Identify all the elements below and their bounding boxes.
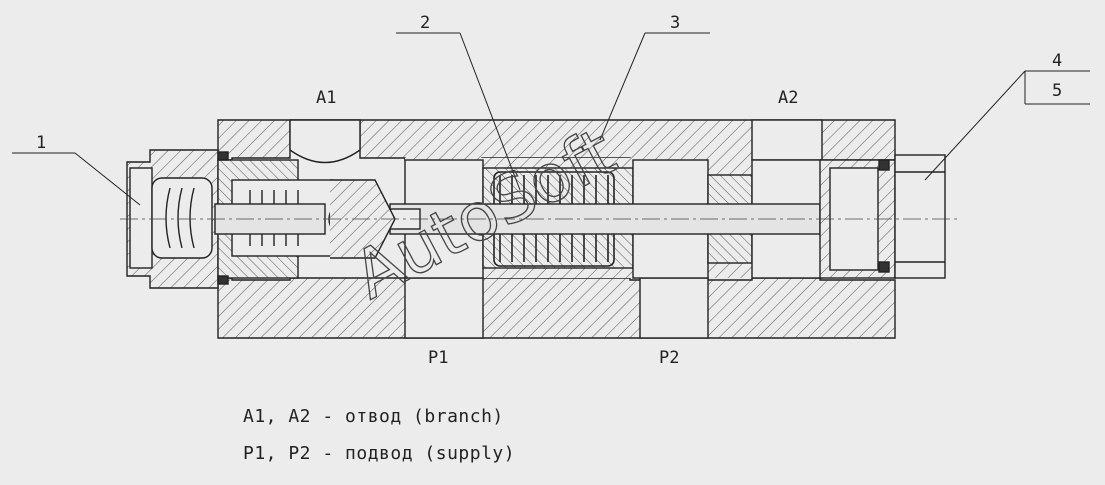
callout-3 (599, 32, 710, 141)
port-a2-opening (751, 119, 823, 161)
legend-line-1: A1, A2 - отвод (branch) (243, 406, 504, 427)
port-p1-label: P1 (428, 348, 448, 368)
callout-4-5 (924, 70, 1090, 181)
callout-1 (12, 152, 141, 206)
port-p1-opening (404, 277, 484, 339)
port-a1-label: A1 (316, 88, 336, 108)
port-a1-opening (289, 119, 361, 164)
callout-2 (396, 32, 521, 191)
port-p2-label: P2 (659, 348, 679, 368)
port-a2-label: A2 (778, 88, 798, 108)
end-plug (819, 154, 946, 279)
callout-1-label: 1 (36, 133, 46, 153)
legend-line-2: P1, P2 - подвод (supply) (243, 443, 515, 464)
callout-2-label: 2 (420, 13, 430, 33)
callout-5-label: 5 (1052, 81, 1062, 101)
callout-3-label: 3 (670, 13, 680, 33)
callout-4-label: 4 (1052, 51, 1062, 71)
port-p2-opening (639, 277, 709, 339)
